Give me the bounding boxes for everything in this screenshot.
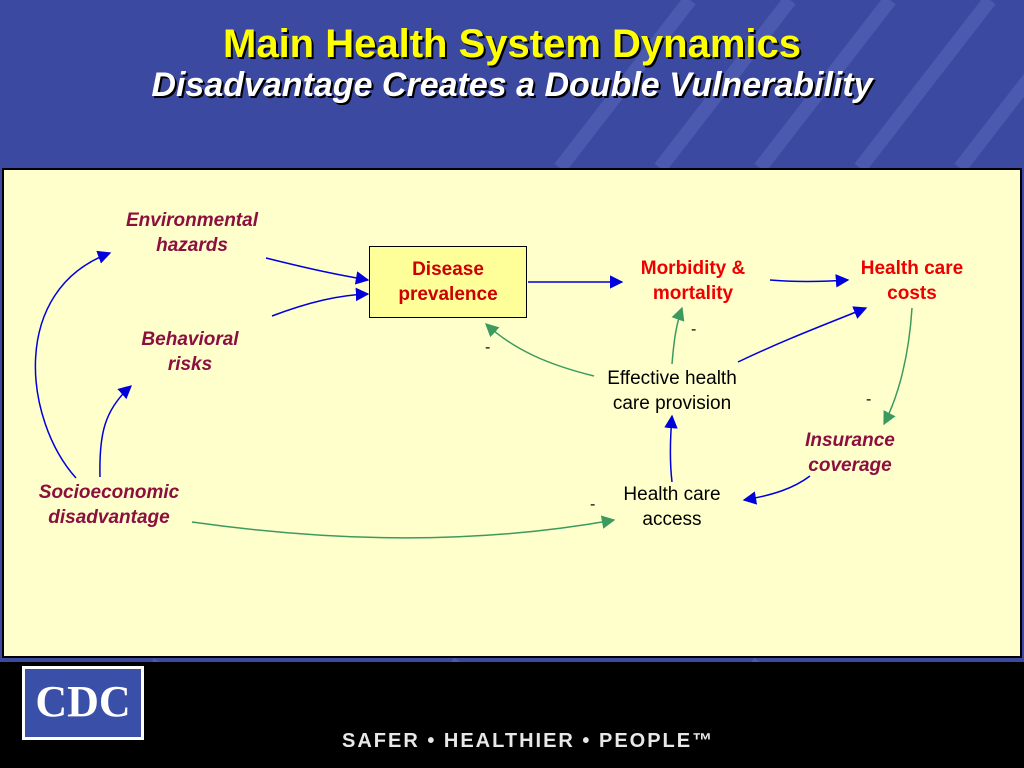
arrow-provision-to-disease <box>485 323 595 377</box>
node-environmental-hazards: Environmental hazards <box>126 210 258 256</box>
page-title: Main Health System Dynamics <box>223 22 801 66</box>
sign-access-link: - <box>590 496 596 513</box>
sign-costs-to-insurance: - <box>866 391 872 408</box>
sign-morbidity-link: - <box>691 321 697 338</box>
arrow-behavioral-to-disease <box>271 287 370 317</box>
footer-bar <box>0 662 1024 768</box>
arrow-socio-to-access <box>191 515 616 539</box>
arrow-costs-to-insurance <box>883 307 913 426</box>
arrow-access-to-provision <box>664 414 678 483</box>
arrow-insurance-to-access <box>742 475 811 505</box>
page-subtitle: Disadvantage Creates a Double Vulnerabil… <box>151 66 873 104</box>
arrow-provision-to-costs <box>737 306 868 363</box>
diagram-panel: Environmental hazards Behavioral risks S… <box>2 168 1022 658</box>
cdc-logo: CDC <box>22 666 144 740</box>
node-disease-prevalence: Disease prevalence <box>369 246 527 318</box>
arrow-morbidity-to-costs <box>769 274 850 288</box>
node-behavioral-risks: Behavioral risks <box>141 329 239 375</box>
node-insurance-coverage: Insurance coverage <box>805 430 895 476</box>
arrow-provision-to-morbidity <box>671 306 685 365</box>
arrow-socio-to-behavioral <box>99 385 133 478</box>
node-health-care-costs: Health care costs <box>860 258 964 304</box>
causal-loop-arrows <box>34 250 913 539</box>
arrow-socio-to-env <box>34 250 112 479</box>
node-socioeconomic-disadvantage: Socioeconomic disadvantage <box>38 482 180 528</box>
node-effective-care-provision: Effective health care provision <box>607 368 737 414</box>
arrow-env-to-disease <box>265 257 370 285</box>
footer-tagline: SAFER • HEALTHIER • PEOPLE™ <box>342 730 715 752</box>
node-morbidity-mortality: Morbidity & mortality <box>640 258 746 304</box>
node-health-care-access: Health care access <box>623 484 721 530</box>
sign-prevalence-link: - <box>485 339 491 356</box>
